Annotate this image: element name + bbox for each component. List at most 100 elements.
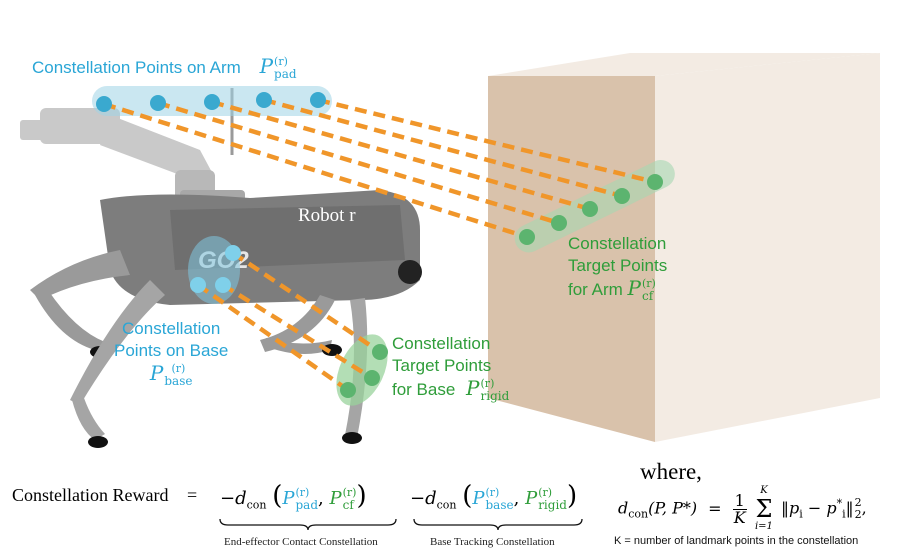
base-target-points xyxy=(340,344,388,398)
term2-arg1-sup: (r) xyxy=(485,486,500,499)
dcon-lhs: d xyxy=(618,498,629,518)
arm-point xyxy=(256,92,272,108)
diagram-scene: Robot r GO2 xyxy=(20,53,880,448)
arm-points xyxy=(96,92,326,112)
base-points-symbol: P (r)base xyxy=(114,362,228,387)
k-definition-note: K = number of landmark points in the con… xyxy=(614,535,859,547)
term1-sub: con xyxy=(246,498,267,512)
robot-name-label: Robot r xyxy=(298,205,356,226)
term2-arg2-sym: P xyxy=(525,488,538,509)
arm-target-point xyxy=(519,229,535,245)
term1-arg1-sup: (r) xyxy=(295,486,310,499)
frac-num: 1 xyxy=(732,490,747,510)
term1-arg2: P(r)cf xyxy=(329,486,357,512)
base-target-symbol: P(r)rigid xyxy=(466,376,510,403)
term2-brace xyxy=(413,518,583,531)
arm-target-points xyxy=(519,174,663,245)
term2-prefix: −d xyxy=(410,488,437,509)
arm-point xyxy=(204,94,220,110)
dcon-fraction: 1 K xyxy=(732,490,747,527)
base-target-sup: (r) xyxy=(480,376,495,390)
term1-brace xyxy=(219,518,397,531)
base-points-label: Constellation Points on Base P (r)base xyxy=(114,318,228,387)
arm-target-sub: cf xyxy=(642,288,654,303)
term1-arg2-sup: (r) xyxy=(342,486,357,499)
arm-target-sym: P xyxy=(627,276,641,300)
term1-arg2-sub: cf xyxy=(342,498,354,512)
arm-link xyxy=(157,100,560,226)
base-target-point xyxy=(364,370,380,386)
base-target-point xyxy=(340,382,356,398)
arm-target-line2: Target Points xyxy=(568,256,668,275)
arm-target-point xyxy=(582,201,598,217)
term1-caption: End-effector Contact Constellation xyxy=(224,536,378,548)
arm-target-line1: Constellation xyxy=(568,234,667,253)
arm-target-point xyxy=(551,215,567,231)
arm-point xyxy=(310,92,326,108)
base-target-line2: Target Points xyxy=(392,356,492,375)
arm-points-sup: (r) xyxy=(274,54,288,68)
sum-top: K xyxy=(760,485,768,496)
term2-arg2-sup: (r) xyxy=(538,486,553,499)
arm-points-symbol: P(r)pad xyxy=(259,54,297,81)
dcon-body2: − p xyxy=(807,498,837,518)
term2-caption: Base Tracking Constellation xyxy=(430,536,555,548)
arm-points-text: Constellation Points on Arm xyxy=(32,58,241,77)
arm-points-sym: P xyxy=(259,54,274,78)
arm-points-label: Constellation Points on Arm P(r)pad xyxy=(32,55,297,80)
robot-leg xyxy=(30,250,130,300)
arm-target-point xyxy=(614,188,630,204)
arm-target-line3: for Arm xyxy=(568,280,623,299)
reward-label-text: Constellation Reward xyxy=(12,485,169,505)
base-link xyxy=(221,283,374,380)
term-base-tracking: −dcon (P(r)base, P(r)rigid) xyxy=(410,481,578,512)
correspondence-links xyxy=(103,97,656,392)
term2-sub: con xyxy=(436,498,457,512)
arm-target-label: Constellation Target Points for Arm P(r)… xyxy=(568,233,667,302)
dcon-end: , xyxy=(861,498,867,518)
arm-link xyxy=(211,99,591,212)
term1-arg2-sym: P xyxy=(329,488,342,509)
dcon-eq: = xyxy=(708,498,722,518)
reward-equals: = xyxy=(186,485,198,505)
base-target-line3: for Base xyxy=(392,380,456,399)
term2-arg1-sub: base xyxy=(485,498,514,512)
arm-link xyxy=(317,97,656,185)
base-points-sup: (r) xyxy=(171,361,186,375)
base-target-point xyxy=(372,344,388,360)
base-points xyxy=(190,245,241,293)
target-box xyxy=(488,53,880,442)
base-target-line1: Constellation xyxy=(392,334,491,353)
term1-arg1: P(r)pad xyxy=(282,486,318,512)
norm-sub: 2 xyxy=(854,508,862,521)
arm-points-sub: pad xyxy=(274,66,297,81)
dcon-sum: K Σ i=1 xyxy=(754,485,773,532)
where-label: where, xyxy=(640,459,702,484)
arm-point xyxy=(150,95,166,111)
base-target-sym: P xyxy=(466,376,480,400)
base-points-line1: Constellation xyxy=(122,319,221,338)
norm-sup: 2 xyxy=(854,496,862,509)
frac-den: K xyxy=(733,507,746,527)
base-point xyxy=(225,245,241,261)
term2-arg1: P(r)base xyxy=(472,486,514,512)
base-target-sub: rigid xyxy=(480,388,510,403)
base-link xyxy=(196,283,350,392)
arm-link xyxy=(103,101,528,240)
term1-arg1-sym: P xyxy=(282,488,295,509)
sum-bottom: i=1 xyxy=(754,521,773,532)
term1-prefix: −d xyxy=(220,488,247,509)
arm-target-sup: (r) xyxy=(642,276,656,290)
robot-leg xyxy=(70,280,165,405)
arm-point xyxy=(96,96,112,112)
dcon-tail: ‖ xyxy=(845,498,854,518)
base-points-line2: Points on Base xyxy=(114,341,229,360)
reward-label: Constellation Reward = xyxy=(12,485,197,506)
base-points-sub: base xyxy=(164,373,193,388)
dcon-lhs-sub: con xyxy=(628,507,649,521)
base-points-sym: P xyxy=(149,361,164,385)
base-target-label: Constellation Target Points for Base P(r… xyxy=(392,333,509,402)
dcon-body: ‖p xyxy=(781,498,800,518)
base-point xyxy=(190,277,206,293)
